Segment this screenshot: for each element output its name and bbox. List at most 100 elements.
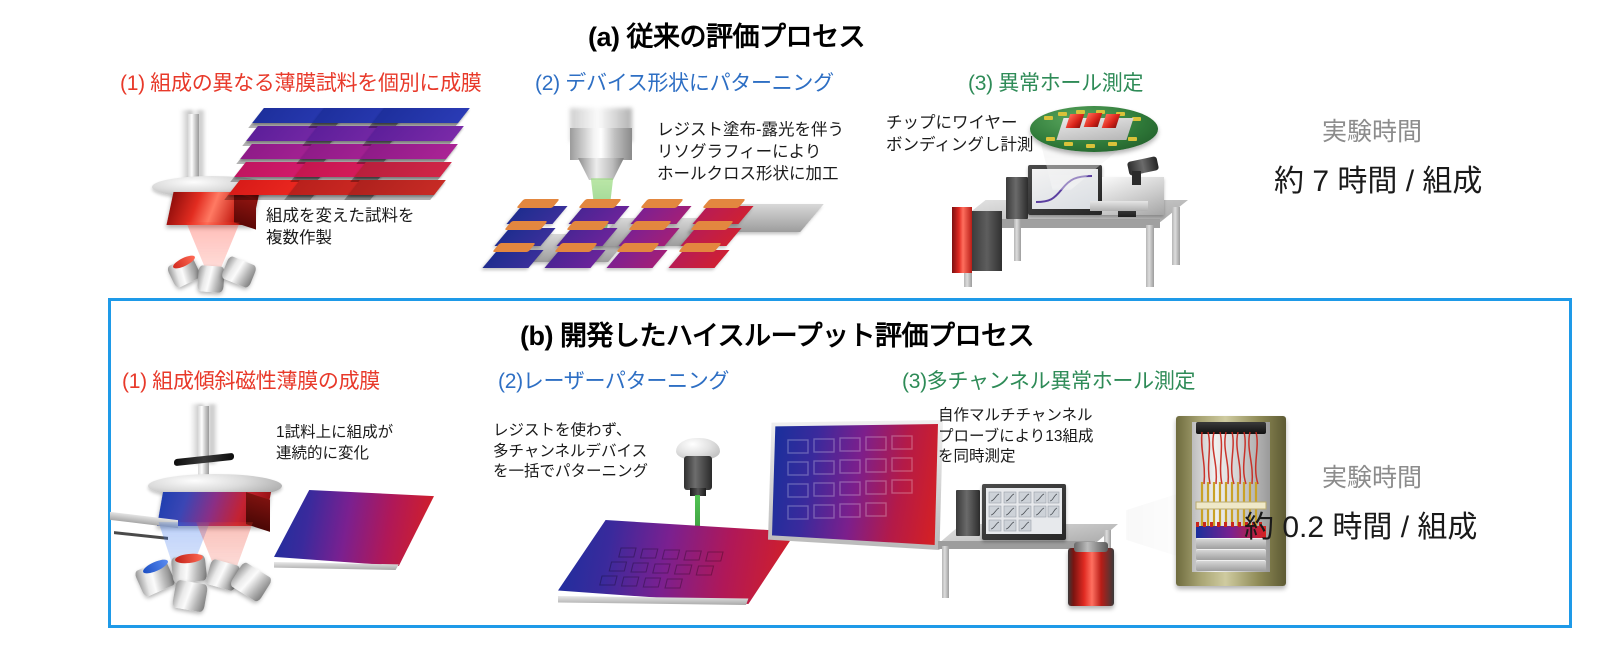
caption-line: チップにワイヤー: [886, 114, 1018, 132]
probe-top-flange: [1196, 422, 1266, 434]
probe-pin-array: [1195, 482, 1267, 528]
monitor-screen: [1032, 169, 1098, 209]
instrument-rack-red: [952, 207, 972, 273]
desk-leg: [942, 546, 949, 598]
inset-wafer-surface: [772, 424, 938, 545]
panel-b-time-value: 約 0.2 時間 / 組成: [1244, 511, 1478, 544]
panel-b-time-label: 実験時間: [1322, 464, 1423, 492]
computer-tower: [956, 490, 980, 536]
probe-wire-bundle: [1200, 431, 1259, 485]
monitor-screen: [986, 488, 1062, 534]
caption-line: 複数作製: [266, 228, 332, 247]
bench-leg: [1146, 225, 1154, 287]
exposure-head-body: [570, 128, 632, 160]
cold-stage-stage: [1196, 560, 1266, 571]
sputter-gun: [171, 579, 209, 613]
hall-cross-pattern: [516, 199, 560, 208]
bench-leg: [1014, 213, 1021, 261]
measurement-control-desk: [938, 478, 1168, 608]
control-unit-handle: [1074, 542, 1108, 552]
probe-station-stage: [1090, 201, 1148, 211]
patterned-chip: [668, 250, 730, 268]
bond-pad: [1044, 116, 1053, 120]
computer-tower: [1006, 177, 1028, 219]
graded-wafer-surface: [274, 490, 434, 566]
panel-a-step-2-caption: レジスト塗布-露光を伴う リソグラフィーにより ホールクロス形状に加工: [657, 120, 844, 186]
desk-edge: [938, 541, 1095, 549]
sputter-gun-center: [197, 265, 225, 293]
photolithography-exposure-illustration: [482, 108, 840, 278]
bond-pad: [1064, 142, 1073, 146]
hall-cross-pattern: [616, 243, 660, 252]
panel-a-step-3-caption: チップにワイヤー ボンディングし計測: [886, 113, 1033, 157]
sample-contact-pads: [1196, 522, 1266, 527]
bench-leg: [1172, 207, 1180, 265]
hall-cross-pattern: [504, 221, 548, 230]
panel-a-time-value: 約 7 時間 / 組成: [1274, 165, 1483, 198]
hall-cross-pattern: [702, 199, 746, 208]
bond-pad: [1128, 137, 1137, 141]
panel-b-step-3-caption: 自作マルチチャンネル プローブにより13組成 を同時測定: [938, 406, 1094, 468]
caption-line: を一括でパターニング: [493, 463, 649, 481]
probe-station-objective: [1132, 171, 1141, 185]
composition-graded-wafer: [274, 490, 444, 586]
caption-line: 組成を変えた試料を: [266, 207, 415, 225]
wire-bonded-chip-carrier: [1030, 106, 1158, 152]
bond-pad: [1076, 110, 1085, 114]
caption-line: 多チャンネルデバイス: [493, 442, 648, 460]
panel-b-step-1-label: (1) 組成傾斜磁性薄膜の成膜: [122, 370, 380, 393]
bond-pad: [1108, 142, 1117, 146]
sample-plate: [366, 126, 464, 141]
caption-line: 1試料上に組成が: [276, 424, 394, 441]
caption-line: 自作マルチチャンネル: [938, 407, 1093, 424]
panel-a-title: (a) 従来の評価プロセス: [588, 22, 866, 52]
panel-b-title: (b) 開発したハイスループット評価プロセス: [520, 321, 1035, 351]
caption-line: リソグラフィーにより: [657, 142, 822, 161]
panel-b-step-2-label: (2)レーザーパターニング: [498, 370, 730, 393]
bond-pad: [1116, 112, 1125, 116]
caption-line: を同時測定: [938, 448, 1016, 466]
patterned-device-array-inset: [768, 420, 943, 550]
panel-a: (a) 従来の評価プロセス (1) 組成の異なる薄膜試料を個別に成膜 (2) デ…: [0, 0, 1600, 298]
panel-a-step-2-label: (2) デバイス形状にパターニング: [535, 72, 834, 95]
sputter-gun-right: [220, 255, 258, 289]
laser-beam: [695, 495, 700, 541]
hysteresis-curve-plot: [1035, 175, 1093, 203]
laser-patterning-illustration: [548, 438, 878, 608]
hall-cross-pattern: [566, 221, 610, 230]
transfer-arm-rod: [114, 531, 168, 540]
hall-cross-pattern: [690, 221, 734, 230]
laser-head-body: [684, 456, 712, 490]
bond-pad: [1096, 110, 1105, 114]
sample-plate: [348, 180, 446, 195]
hall-cross-pattern: [628, 221, 672, 230]
written-device-array: [599, 547, 724, 589]
stacked-thin-film-samples: [228, 108, 470, 198]
caption-line: ホールクロス形状に加工: [657, 164, 839, 183]
laser-nozzle: [690, 488, 706, 496]
wafer-edge: [558, 596, 749, 605]
panel-a-step-1-label: (1) 組成の異なる薄膜試料を個別に成膜: [120, 72, 482, 95]
control-unit-red: [1068, 548, 1114, 606]
panel-b: (b) 開発したハイスループット評価プロセス (1) 組成傾斜磁性薄膜の成膜 (…: [108, 298, 1572, 628]
caption-line: レジストを使わず、: [493, 422, 632, 439]
bond-pad: [1132, 117, 1141, 121]
inset-device-pattern: [787, 435, 913, 520]
hall-cross-pattern: [492, 243, 536, 252]
sample-plate: [372, 108, 470, 123]
patterned-chip: [482, 250, 544, 268]
hall-cross-pattern: [678, 243, 722, 252]
caption-line: 連続的に変化: [276, 444, 370, 462]
exposure-head-nozzle: [578, 158, 624, 180]
hall-cross-pattern: [578, 199, 622, 208]
graded-sample-under-probe: [1196, 526, 1266, 538]
laser-head-cap: [676, 438, 720, 460]
panel-a-step-1-caption: 組成を変えた試料を 複数作製: [266, 206, 415, 250]
sample-plate: [354, 162, 452, 177]
panel-a-time-label: 実験時間: [1322, 118, 1423, 146]
caption-line: ボンディングし計測: [886, 135, 1034, 154]
cold-stage-stage: [1196, 549, 1266, 560]
rotation-shaft: [188, 114, 199, 184]
wafer-edge: [274, 562, 399, 570]
cold-stage-stage: [1196, 538, 1266, 549]
